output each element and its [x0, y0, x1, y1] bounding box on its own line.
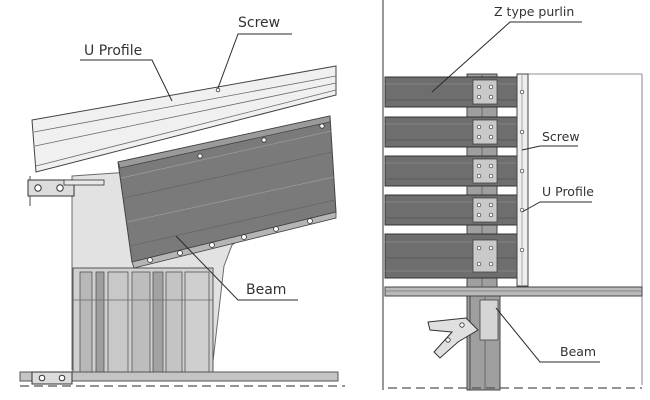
column-bolts — [476, 84, 494, 267]
label-screw-right: Screw — [542, 129, 580, 144]
profile-screws — [197, 87, 325, 159]
label-zpurlin: Z type purlin — [494, 4, 574, 19]
bottom-clamp — [31, 371, 73, 385]
leader-beam-right — [495, 307, 600, 363]
leader-uprofile-left — [80, 59, 173, 102]
z-purlin — [384, 76, 524, 108]
lower-column — [469, 295, 501, 391]
u-profile-vertical — [516, 73, 529, 287]
label-uprofile-left: U Profile — [84, 43, 142, 59]
label-beam-right: Beam — [560, 344, 596, 359]
label-screw-left: Screw — [238, 15, 280, 31]
leader-uprofile-right — [521, 201, 592, 213]
right-view: Z type purlin Screw U Profile Beam — [382, 0, 643, 391]
left-view: Screw U Profile Beam — [19, 15, 345, 387]
column-post — [72, 267, 214, 376]
z-purlin — [384, 233, 524, 279]
left-clamp — [27, 176, 105, 206]
column-plates — [472, 79, 498, 273]
leader-screw-left — [217, 33, 292, 89]
label-uprofile-right: U Profile — [542, 184, 594, 199]
leader-zpurlin — [431, 21, 582, 93]
z-purlins — [384, 76, 524, 279]
z-purlin — [384, 155, 524, 187]
z-purlin — [384, 116, 524, 148]
horizontal-beam — [384, 286, 643, 297]
leader-beam-left — [175, 235, 298, 301]
bottom-rail — [19, 371, 339, 382]
beam-screws — [147, 218, 313, 263]
leader-screw-right — [521, 145, 578, 151]
diagonal-brace — [427, 317, 479, 359]
label-beam-left: Beam — [246, 282, 286, 298]
u-profile-rail — [31, 65, 337, 173]
z-purlin — [384, 194, 524, 226]
